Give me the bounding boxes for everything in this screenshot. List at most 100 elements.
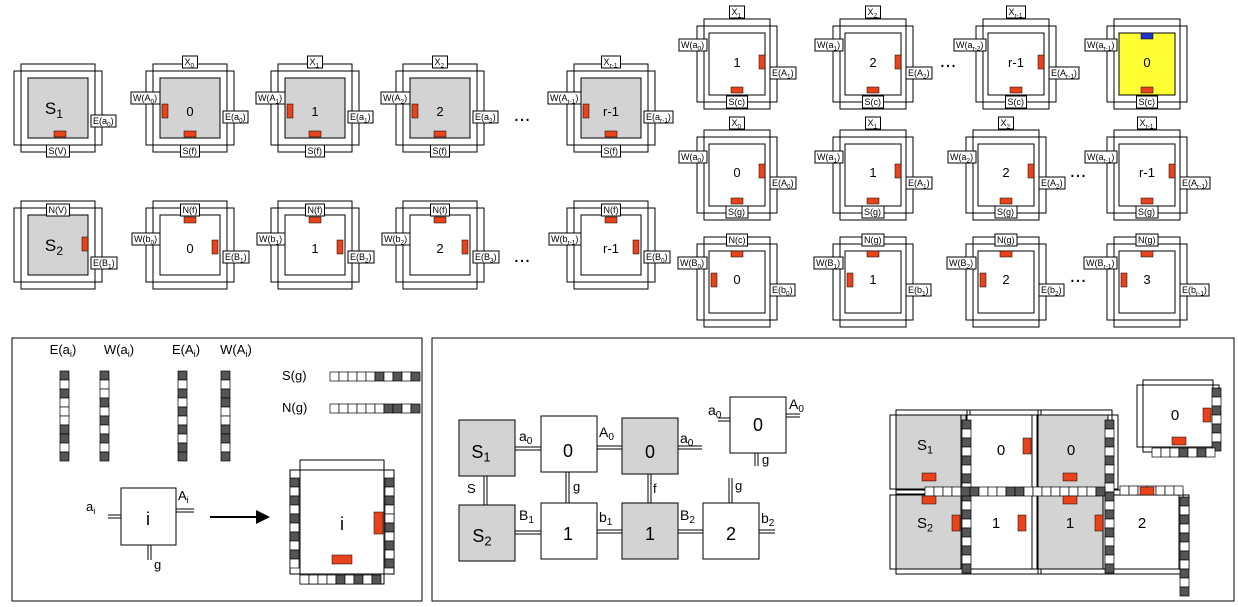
- tr-r1-tile-2-glue-east: [1037, 54, 1045, 70]
- tl-r1-tile-1-west-box: [255, 91, 286, 105]
- asm-s2-label: S2: [472, 526, 491, 549]
- tr-r2-tile-3-label-part: r-1: [1139, 165, 1155, 180]
- legend-e-a-part: ): [72, 342, 76, 357]
- seed-s1-south-text: S(V): [49, 146, 67, 156]
- tl-r1-tile-3-east-text-part: ): [668, 112, 671, 122]
- tr-r3-tile-1-label-part: 1: [869, 272, 876, 287]
- grid-strip-col1-cell-12: [961, 527, 972, 538]
- tr-r1-tile-1-west-box: [814, 38, 844, 52]
- tr-r1-tile-0-core: [708, 32, 766, 96]
- tl-r1-tile-2-north-box: [432, 55, 448, 69]
- tl-r2-tile-0-west-text: W(b0): [134, 234, 157, 246]
- asm-key-label: 0: [753, 415, 763, 435]
- tr-r1-tile-2-south-box: [1005, 95, 1027, 109]
- grid-glue-t2-north: [1139, 486, 1155, 496]
- tr-r3-tile-3-label-part: 3: [1143, 272, 1150, 287]
- asm-label-b2: b2: [761, 510, 775, 529]
- legend-concrete-south-cell-4: [335, 574, 346, 585]
- grid-single-label: 0: [1171, 407, 1179, 424]
- grid-strip-t2top-cell-5: [1164, 485, 1175, 496]
- grid-strip-col2-cell-15: [1104, 554, 1115, 565]
- tl-r1-tile-0-west-text: W(A0): [133, 93, 157, 105]
- asm-label-a0: a0: [519, 428, 533, 447]
- tr-r3-tile-2-core: [977, 250, 1035, 314]
- tl-r2-tile-3-west-text-part: r-1: [568, 239, 576, 246]
- tr-r1-tile-0-west-box: [678, 38, 708, 52]
- legend-strip-sg-cell-3: [356, 371, 367, 382]
- tr-r2-tile-1-west-box: [814, 150, 844, 164]
- tr-r1-tile-2-east-text: E(Ar-1): [1051, 68, 1077, 80]
- tl-r1-tile-3-north-box: [601, 55, 621, 69]
- grid-s2-label: S2: [917, 515, 933, 534]
- grid-single-south-strip-cell-4: [1187, 447, 1198, 458]
- asm-label-A0-part: 0: [608, 432, 614, 443]
- tl-r2-tile-3-east-text-part: ): [665, 252, 668, 262]
- tl-r2-tile-0-east-text-part: ): [244, 252, 247, 262]
- asm-label-B2-part: B: [680, 507, 689, 523]
- tr-r1-tile-2-glue-south: [1009, 86, 1023, 94]
- seed-s1-glue-south: [53, 130, 67, 138]
- tl-r1-tile-3-west-text: W(Ar-1): [550, 93, 578, 105]
- tr-r3-tile-2-west-text: W(B2): [949, 258, 973, 270]
- grid-single-south-strip-cell-0: [1151, 447, 1162, 458]
- tl-r1-tile-1-east-text-part: ): [368, 112, 371, 122]
- tl-r2-tile-3-east-text-part: 0: [661, 257, 665, 264]
- tr-r2-tile-0-vframe: [703, 129, 771, 221]
- grid-t0b-label-part: 0: [1067, 442, 1075, 459]
- legend-strip-sg-cell-2: [347, 371, 358, 382]
- tl-r2-tile-3-west-text: W(br-1): [551, 234, 578, 246]
- tr-r3-tile-2-north-text: N(g): [997, 235, 1015, 245]
- legend-strip-w-A-cell-4: [220, 406, 231, 417]
- tr-r1-tile-2-east-box: [1048, 66, 1080, 80]
- legend-strip-sg-cell-5: [374, 371, 385, 382]
- asm-label-S-part: S: [467, 481, 476, 496]
- grid-strip-col3-cell-7: [1179, 559, 1190, 570]
- tr-r3-tile-0-north-text: N(c): [729, 235, 746, 245]
- tr-r1-tile-2-south-text-part: S(c): [1008, 97, 1025, 107]
- tl-r2-tile-1-east-text-part: ): [369, 252, 372, 262]
- tl-r1-tile-3-west-text-part: ): [575, 93, 578, 103]
- tr-r1-tile-1-south-box: [862, 95, 884, 109]
- tr-r1-tile-2-vframe: [982, 18, 1050, 110]
- legend-abstract-label: i: [146, 509, 150, 529]
- seed-s2-north-text: N(V): [49, 205, 68, 215]
- tl-r2-tile-2-east-text-part: ): [494, 252, 497, 262]
- tl-r1-tile-0-west-text-part: ): [154, 93, 157, 103]
- seed-s1-core: [27, 77, 89, 139]
- tr-r2-tile-2-west-text-part: ): [970, 152, 973, 162]
- legend-concrete-west-cell-6: [289, 531, 300, 542]
- legend-concrete-east-cell-0: [384, 477, 395, 488]
- tl-r2-tile-2-label-part: 2: [436, 241, 443, 256]
- tr-r1-tile-0-north-box: [729, 5, 745, 19]
- tl-r1-tile-1-glue-west: [286, 103, 294, 119]
- seed-s1-south-text-part: S(V): [49, 146, 67, 156]
- tr-r1-tile-3-south-box: [1136, 95, 1158, 109]
- asm-t0a-label-part: 0: [563, 441, 573, 461]
- tl-r1-tile-0-core: [159, 77, 221, 139]
- tr-r2-tile-1-west-text-part: W(a: [817, 152, 834, 162]
- tl-r1-tile-1-west-text-part: ): [279, 93, 282, 103]
- legend-concrete-south-cell-8: [371, 574, 382, 585]
- tl-r1-tile-0-south-text: S(f): [183, 146, 198, 156]
- legend-ng-part: N(g): [282, 400, 307, 415]
- seed-s1-east-text-part: E(a: [93, 116, 107, 126]
- tr-r2-tile-1-label-part: 1: [869, 165, 876, 180]
- tr-r3-tile-3-glue-west: [1120, 272, 1128, 288]
- legend-strip-w-A-cell-6: [220, 424, 231, 435]
- tl-r1-tile-0-south-box: [180, 144, 200, 158]
- tl-r1-tile-2-glue-west: [411, 103, 419, 119]
- asm-label-B2: B2: [680, 507, 695, 526]
- tr-r1-tile-1-north-text: X2: [868, 7, 878, 19]
- asm-t1a: [540, 502, 598, 560]
- tr-r2-tile-1-north-text: X1: [868, 118, 878, 130]
- grid-strip-col3-cell-4: [1179, 532, 1190, 543]
- seed-s2-east-text: E(B1): [93, 258, 115, 270]
- grid-strip-col2-cell-14: [1104, 545, 1115, 556]
- tr-r1-tile-0-north-text-part: 1: [738, 12, 742, 19]
- grid-strip-mid-cell-13: [1041, 486, 1052, 497]
- legend-concrete-east-cell-7: [384, 540, 395, 551]
- grid-strip-mid-cell-14: [1050, 486, 1061, 497]
- tr-r1-tile-1-west-text-part: W(a: [817, 40, 834, 50]
- grid-strip-col1-cell-10: [961, 509, 972, 520]
- grid-strip-col2-cell-5: [1104, 464, 1115, 475]
